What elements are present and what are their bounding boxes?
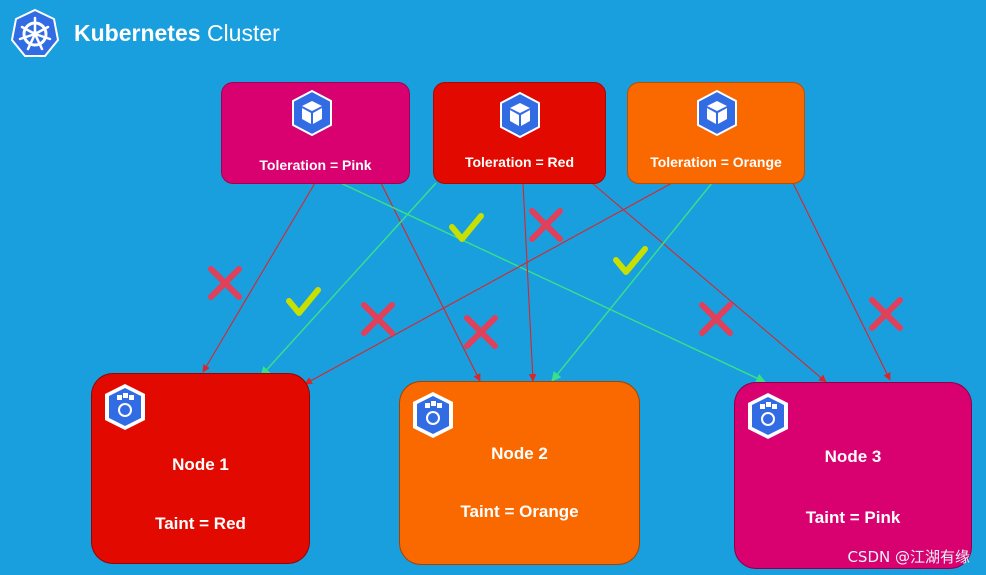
pod-label: Toleration = Orange	[650, 154, 782, 170]
edge-orange-to-node2	[551, 182, 713, 382]
cube-icon	[697, 89, 737, 137]
cube-icon	[500, 91, 540, 139]
check-icon	[449, 213, 484, 242]
pod-pink[interactable]: Toleration = Pink	[221, 82, 410, 184]
pod-red[interactable]: Toleration = Red	[433, 82, 606, 184]
edge-pink-to-node2	[380, 182, 481, 382]
pod-label: Toleration = Pink	[259, 157, 372, 173]
edge-red-to-node3	[591, 182, 827, 383]
edge-orange-to-node1	[304, 182, 673, 385]
edge-orange-to-node3	[792, 182, 891, 381]
edge-pink-to-node3	[329, 177, 766, 383]
page-title: Kubernetes Cluster	[74, 20, 280, 47]
node-name: Node 1	[172, 455, 229, 474]
node-taint: Taint = Orange	[460, 502, 579, 521]
title-bold: Kubernetes	[74, 19, 201, 46]
pod-label: Toleration = Red	[464, 154, 575, 170]
check-icon	[286, 287, 321, 316]
header: Kubernetes Cluster	[10, 8, 280, 58]
node-3[interactable]: Node 3 Taint = Pink	[734, 382, 972, 569]
cross-icon	[361, 302, 395, 336]
cube-icon	[292, 89, 332, 137]
cross-icon	[869, 297, 903, 331]
cross-icon	[464, 315, 498, 349]
edge-pink-to-node1	[202, 182, 316, 373]
node-taint: Taint = Red	[155, 514, 246, 533]
node-gear-icon	[413, 392, 453, 438]
check-icon	[613, 246, 648, 275]
node-taint: Taint = Pink	[805, 508, 901, 527]
cross-icon	[529, 208, 563, 242]
kubernetes-helm-icon	[10, 8, 60, 57]
node-gear-icon	[105, 384, 145, 430]
title-rest: Cluster	[206, 19, 280, 46]
watermark: CSDN @江湖有缘	[847, 548, 970, 566]
node-1[interactable]: Node 1 Taint = Red	[91, 373, 310, 564]
node-name: Node 2	[491, 444, 548, 463]
node-name: Node 3	[824, 447, 882, 466]
cross-icon	[699, 302, 733, 336]
node-2[interactable]: Node 2 Taint = Orange	[399, 381, 640, 565]
cross-icon	[208, 266, 242, 300]
node-gear-icon	[748, 393, 788, 439]
pod-orange[interactable]: Toleration = Orange	[627, 82, 805, 184]
edge-red-to-node1	[260, 182, 437, 377]
edge-red-to-node2	[522, 182, 537, 382]
